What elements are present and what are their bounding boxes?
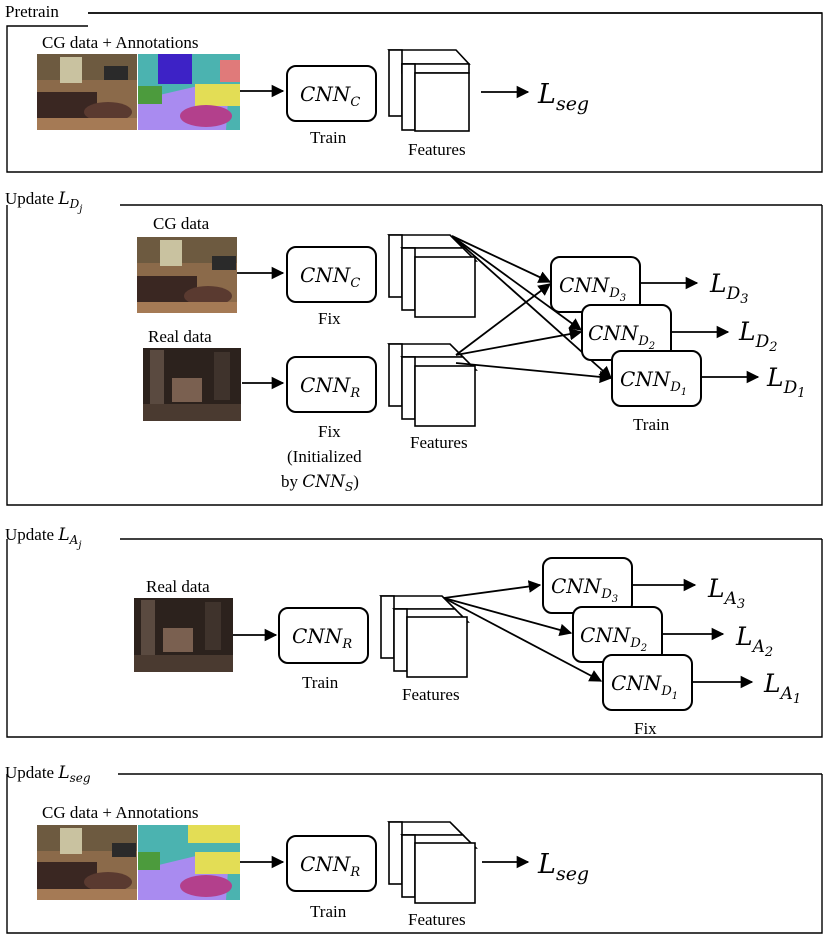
discriminator-d3: CNND3 xyxy=(550,256,641,313)
cnn-c-box: CNNC xyxy=(286,246,377,303)
input-label: CG data + Annotations xyxy=(42,803,198,822)
input-label: CG data + Annotations xyxy=(42,33,198,52)
cnn-r-status: Train xyxy=(302,673,339,692)
discriminator-d3: CNND3 xyxy=(542,557,633,614)
discriminator-status: Train xyxy=(633,415,670,434)
discriminator-d2: CNND2 xyxy=(572,606,663,663)
discriminator-status: Fix xyxy=(634,719,657,738)
features-stack-cg xyxy=(387,234,478,318)
features-label: Features xyxy=(408,910,466,929)
svg-text:CNND2: CNND2 xyxy=(588,321,655,352)
svg-text:CNND1: CNND1 xyxy=(620,367,687,398)
svg-text:CNNR: CNNR xyxy=(300,373,360,401)
cnn-status: Train xyxy=(310,128,347,147)
loss-a2: LA2 xyxy=(735,622,773,660)
real-room-image xyxy=(143,348,241,421)
cg-room-image xyxy=(37,54,137,130)
segmentation-map-image xyxy=(138,54,240,130)
features-label: Features xyxy=(402,685,460,704)
cnn-r-status-line1: Fix xyxy=(318,422,341,441)
cg-data-label: CG data xyxy=(153,214,210,233)
cnn-r-box: CNNR xyxy=(286,356,377,413)
section-title: Update LAj xyxy=(5,525,81,551)
cnn-r-status-line3: by CNNS) xyxy=(281,472,359,494)
cg-room-image xyxy=(137,237,237,313)
loss-a3: LA3 xyxy=(707,574,745,612)
real-room-image xyxy=(134,598,233,672)
svg-text:CNND2: CNND2 xyxy=(580,623,647,654)
svg-text:CNNR: CNNR xyxy=(300,852,360,880)
loss-a1: LA1 xyxy=(763,669,801,707)
discriminator-d1: CNND1 xyxy=(611,350,702,407)
section-update-ld: Update LDj CG data CNNC Fix Real data xyxy=(5,189,823,506)
cnn-base: CNN xyxy=(300,82,352,106)
section-update-lseg: Update Lseg CG data + Annotations CNNR T… xyxy=(5,763,823,934)
svg-text:CNNC: CNNC xyxy=(300,263,360,291)
cnn-c-box: CNNC xyxy=(286,65,377,122)
cnn-r-status-line2: (Initialized xyxy=(287,447,362,466)
cnn-r-box: CNNR xyxy=(278,607,369,664)
section-pretrain: Pretrain CG data + Annotations CNN xyxy=(5,2,823,173)
segmentation-map-image xyxy=(138,825,240,900)
cnn-r-box: CNNR xyxy=(286,835,377,892)
section-title: Pretrain xyxy=(5,2,59,21)
section-update-la: Update LAj Real data CNNR Train Features xyxy=(5,525,823,738)
cnn-c-status: Fix xyxy=(318,309,341,328)
svg-text:CNND1: CNND1 xyxy=(611,671,678,702)
svg-text:CNND3: CNND3 xyxy=(559,273,626,304)
loss-d3: LD3 xyxy=(709,269,749,307)
cg-room-image xyxy=(37,825,137,900)
loss-seg: Lseg xyxy=(537,849,589,885)
svg-text:CNNC: CNNC xyxy=(300,82,360,110)
loss-d1: LD1 xyxy=(766,363,806,401)
features-stack xyxy=(379,595,470,678)
section-title: Update Lseg xyxy=(5,763,91,785)
discriminator-d1: CNND1 xyxy=(602,654,693,711)
features-stack xyxy=(387,49,471,132)
loss-seg: Lseg xyxy=(537,79,589,115)
section-title: Update LDj xyxy=(5,189,82,215)
real-data-label: Real data xyxy=(146,577,210,596)
cnn-status: Train xyxy=(310,902,347,921)
svg-text:CNND3: CNND3 xyxy=(551,574,618,605)
cnn-sub: C xyxy=(350,95,360,110)
features-stack-real xyxy=(387,343,478,427)
features-stack xyxy=(387,821,478,904)
features-label: Features xyxy=(408,140,466,159)
features-label: Features xyxy=(410,433,468,452)
svg-text:CNNR: CNNR xyxy=(292,624,352,652)
real-data-label: Real data xyxy=(148,327,212,346)
discriminator-d2: CNND2 xyxy=(581,304,672,361)
loss-d2: LD2 xyxy=(738,317,778,355)
